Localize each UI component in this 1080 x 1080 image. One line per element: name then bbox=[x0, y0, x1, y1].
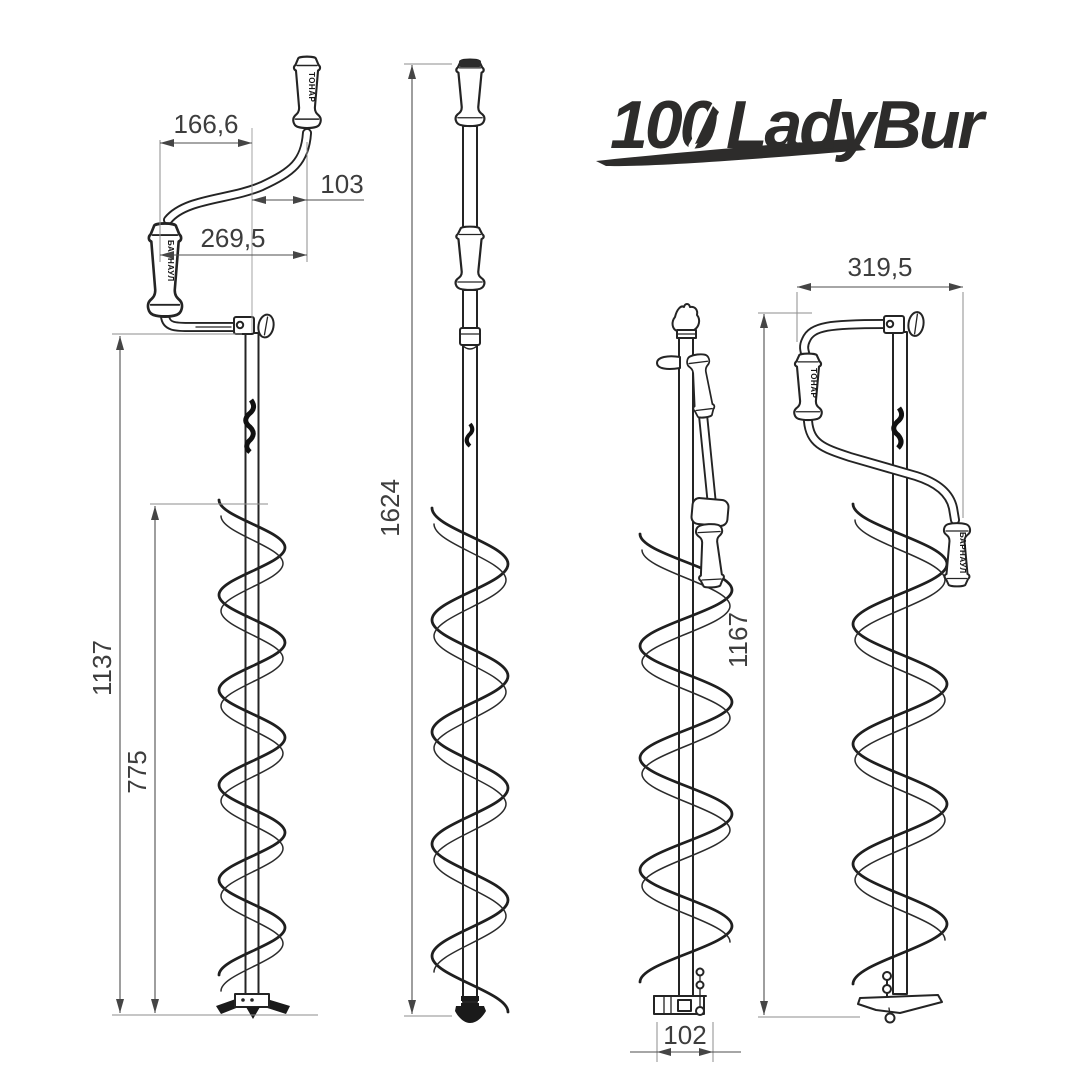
cutting-head-side bbox=[857, 971, 943, 1024]
dimension-label-319-5: 319,5 bbox=[847, 252, 912, 282]
folded-grip-lower bbox=[694, 522, 727, 590]
dimension-label-775: 775 bbox=[122, 750, 152, 793]
auger-flighting-back bbox=[433, 523, 507, 973]
auger-flighting-back bbox=[220, 515, 284, 992]
dimension-label-102: 102 bbox=[663, 1020, 706, 1050]
dimension-label-1137: 1137 bbox=[87, 640, 117, 696]
auger-flighting bbox=[217, 498, 287, 977]
dimension-label-103: 103 bbox=[320, 169, 363, 199]
auger-view-assembled-side: ТОНАР БАРНАУЛ 319,5 1167 bbox=[723, 252, 972, 1024]
bottom-blade bbox=[455, 996, 486, 1023]
auger-flighting bbox=[851, 502, 949, 986]
grip-marking-tonar: ТОНАР bbox=[307, 72, 316, 102]
middle-grip bbox=[454, 225, 486, 292]
auger-view-extended: 1624 bbox=[375, 58, 510, 1023]
auger-view-assembled-front: ТОНАР БАРНАУЛ 166,6 103 bbox=[87, 55, 364, 1019]
dimension-label-1167: 1167 bbox=[723, 612, 753, 668]
mid-tube bbox=[462, 289, 478, 331]
dimension-label-166-6: 166,6 bbox=[173, 109, 238, 139]
shaft-logo-mark bbox=[243, 398, 257, 454]
dimensions-folded: 102 bbox=[630, 1020, 741, 1062]
grip-marking-barnaul: БАРНАУЛ bbox=[958, 532, 967, 574]
top-knob bbox=[671, 303, 701, 332]
left-tab bbox=[656, 355, 681, 370]
pivot-pin bbox=[235, 320, 245, 330]
crank-lower-arm bbox=[803, 416, 960, 525]
auger-flighting-back bbox=[641, 549, 731, 943]
cutting-head bbox=[653, 967, 707, 1016]
logo-swoosh bbox=[596, 139, 866, 167]
dimension-label-1624: 1624 bbox=[375, 479, 405, 537]
top-grip-band bbox=[459, 60, 481, 67]
auger-view-folded: 102 bbox=[630, 303, 741, 1062]
cutting-head bbox=[216, 993, 290, 1019]
logo-needle bbox=[695, 106, 719, 144]
dimensions-assembled: 166,6 103 269,5 1137 775 bbox=[87, 109, 364, 1016]
logo-wordmark: LadyBur bbox=[726, 87, 987, 163]
dimensions-assembled-side: 319,5 1167 bbox=[723, 252, 964, 1018]
shaft-joint bbox=[459, 327, 481, 350]
auger-flighting bbox=[638, 532, 734, 984]
dimensions-extended: 1624 bbox=[375, 63, 452, 1017]
shaft-logo-mark bbox=[464, 422, 475, 448]
shaft-logo-mark bbox=[891, 406, 905, 450]
top-grip bbox=[454, 58, 486, 128]
grip-marking-tonar: ТОНАР bbox=[809, 368, 818, 398]
auger-flighting bbox=[430, 506, 510, 1014]
dimension-label-269-5: 269,5 bbox=[200, 223, 265, 253]
pivot-pin bbox=[885, 319, 895, 329]
upper-tube bbox=[462, 125, 478, 231]
grip-holder bbox=[690, 497, 730, 527]
crank-side-grip bbox=[146, 221, 184, 318]
brand-logo: 100 LadyBur bbox=[596, 87, 990, 167]
auger-flighting-back bbox=[854, 519, 946, 941]
grip-marking-barnaul: БАРНАУЛ bbox=[166, 240, 175, 282]
